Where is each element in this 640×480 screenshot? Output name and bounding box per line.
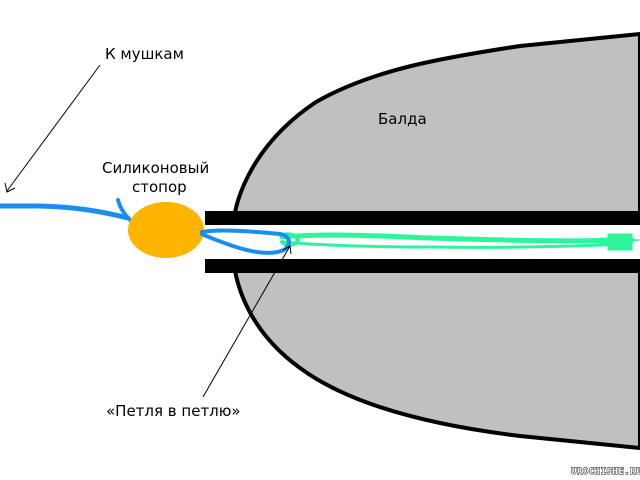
tube-top-wall (205, 211, 640, 225)
green-line-lower (280, 240, 628, 249)
label-loop-in-loop: «Петля в петлю» (106, 402, 241, 420)
label-to-flies: К мушкам (105, 45, 184, 63)
silicone-stopper (128, 202, 204, 258)
label-balda: Балда (378, 110, 427, 128)
site-watermark: UROCHISHE.RU (571, 467, 640, 477)
blue-line-hook (116, 198, 132, 222)
arrow-to-loop-head (282, 245, 292, 255)
arrow-to-loop-line (202, 245, 291, 398)
green-line-upper (279, 232, 635, 244)
tube-bottom-wall (205, 259, 640, 273)
blue-line-to-flies (0, 203, 131, 221)
arrow-to-flies-head (4, 182, 16, 193)
label-stopper-line2: стопор (132, 178, 187, 196)
arrow-to-flies-line (6, 64, 101, 192)
label-stopper-line1: Силиконовый (102, 159, 209, 177)
green-line-knot (599, 233, 640, 251)
